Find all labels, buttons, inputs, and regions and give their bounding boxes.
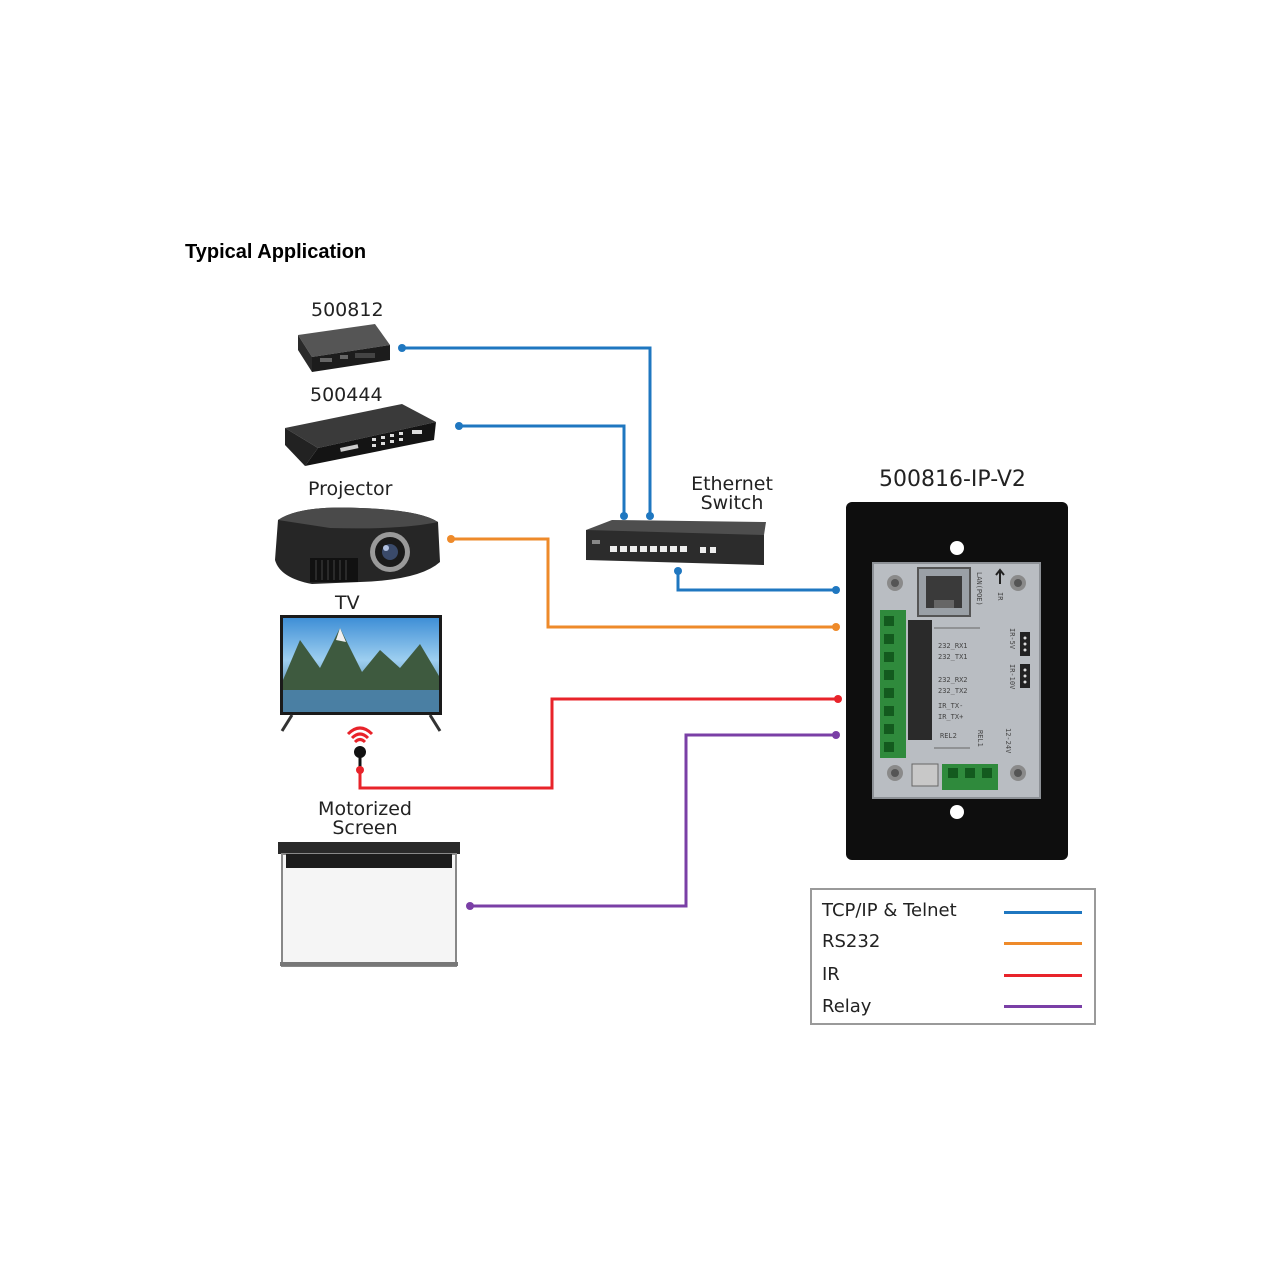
- connection-relay-screen: [470, 733, 836, 908]
- label-500444: 500444: [310, 384, 383, 406]
- controller-500816-image: 232_RX1 232_TX1 232_RX2 232_TX2 IR_TX- I…: [846, 502, 1068, 860]
- connection-endpoint-dot: [447, 535, 455, 543]
- connection-endpoint-dot: [646, 512, 654, 520]
- legend-line-relay: [1004, 1005, 1082, 1008]
- label-projector: Projector: [308, 478, 393, 500]
- legend-line-rs232: [1004, 942, 1082, 945]
- pcb-label: REL1: [976, 730, 984, 747]
- label-switch-line1: Ethernet: [691, 473, 773, 495]
- legend-label-ir: IR: [822, 964, 840, 985]
- pcb-label: IR_TX+: [938, 713, 963, 721]
- projector-image: [275, 507, 440, 584]
- connection-endpoint-dot: [455, 422, 463, 430]
- connection-endpoint-dot: [832, 623, 840, 631]
- pcb-label: 12-24V: [1004, 728, 1012, 754]
- legend-line-tcpip: [1004, 911, 1082, 914]
- legend-label-relay: Relay: [822, 996, 872, 1017]
- label-screen-line2: Screen: [332, 817, 398, 839]
- label-500812: 500812: [311, 299, 384, 321]
- pcb-label: IR: [996, 592, 1004, 601]
- legend-label-rs232: RS232: [822, 931, 881, 952]
- page-title: Typical Application: [185, 241, 367, 263]
- connection-endpoint-dot: [620, 512, 628, 520]
- label-tv: TV: [335, 592, 360, 614]
- pcb-label: 232_TX1: [938, 653, 968, 661]
- label-ethernet-switch: Ethernet Switch: [670, 475, 794, 513]
- pcb-label: 232_RX1: [938, 642, 968, 650]
- label-switch-line2: Switch: [700, 492, 764, 514]
- legend-label-tcpip: TCP/IP & Telnet: [822, 900, 957, 921]
- connection-endpoint-dot: [832, 586, 840, 594]
- pcb-label: LAN(POE): [975, 572, 983, 606]
- pcb-label: IR-10V: [1008, 664, 1016, 690]
- connection-tcpip-500444: [459, 424, 626, 516]
- connection-endpoint-dot: [834, 695, 842, 703]
- connection-endpoints: [356, 344, 842, 910]
- pcb-label: IR-5V: [1008, 628, 1016, 650]
- ir-emitter-icon: [346, 726, 374, 770]
- device-500812-image: [298, 324, 390, 372]
- label-motorized-screen: Motorized Screen: [300, 800, 430, 838]
- pcb-label: REL2: [940, 732, 957, 740]
- connection-endpoint-dot: [356, 766, 364, 774]
- pcb-label: 232_RX2: [938, 676, 968, 684]
- connection-endpoint-dot: [832, 731, 840, 739]
- connection-endpoint-dot: [466, 902, 474, 910]
- pcb-label: IR_TX-: [938, 702, 963, 710]
- label-controller: 500816-IP-V2: [879, 467, 1026, 492]
- tv-image: [280, 615, 442, 732]
- ethernet-switch-image: [586, 520, 766, 565]
- device-500444-image: [285, 404, 436, 466]
- connection-tcpip-switch: [676, 571, 836, 592]
- connection-tcpip-500812: [402, 346, 652, 516]
- connection-rs232-projector: [451, 537, 836, 629]
- connection-ir-tv: [358, 697, 838, 790]
- pcb-label: 232_TX2: [938, 687, 968, 695]
- motorized-screen-image: [278, 842, 460, 967]
- legend: TCP/IP & Telnet RS232 IR Relay: [810, 888, 1096, 1025]
- connection-endpoint-dot: [398, 344, 406, 352]
- label-screen-line1: Motorized: [318, 798, 412, 820]
- legend-line-ir: [1004, 974, 1082, 977]
- connection-endpoint-dot: [674, 567, 682, 575]
